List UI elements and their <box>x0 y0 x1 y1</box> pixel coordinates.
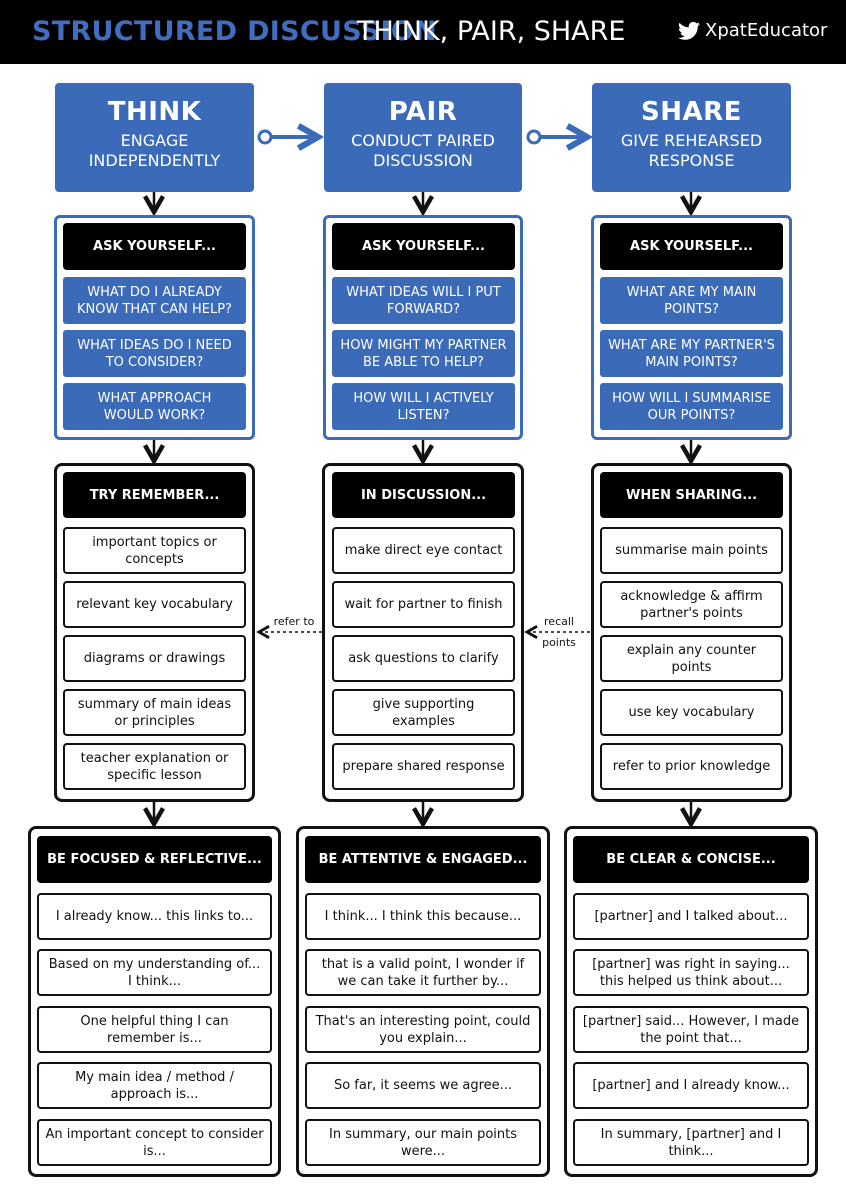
sentence-starter: So far, it seems we agree... <box>305 1062 541 1109</box>
sentence-starter: My main idea / method / approach is... <box>37 1062 272 1109</box>
question-card: WHAT IDEAS DO I NEED TO CONSIDER? <box>63 330 246 377</box>
list-item: ask questions to clarify <box>332 635 515 682</box>
list-item: important topics or concepts <box>63 527 246 574</box>
stage-pair: PAIR CONDUCT PAIRED DISCUSSION <box>324 83 522 192</box>
list-item: relevant key vocabulary <box>63 581 246 628</box>
list-item: summary of main ideas or principles <box>63 689 246 736</box>
question-card: WHAT ARE MY MAIN POINTS? <box>600 277 783 324</box>
attentive-engaged-panel <box>296 826 550 1177</box>
ask-yourself-heading: ASK YOURSELF... <box>600 223 783 270</box>
list-item: explain any counter points <box>600 635 783 682</box>
attentive-engaged-heading: BE ATTENTIVE & ENGAGED... <box>305 836 541 883</box>
stage-title: SHARE <box>641 97 742 127</box>
stage-subtitle: ENGAGE INDEPENDENTLY <box>88 131 221 170</box>
question-card: HOW WILL I ACTIVELY LISTEN? <box>332 383 515 430</box>
list-item: use key vocabulary <box>600 689 783 736</box>
page-subtitle: THINK, PAIR, SHARE <box>357 16 626 47</box>
twitter-bird-icon <box>678 21 700 40</box>
list-item: make direct eye contact <box>332 527 515 574</box>
header-bar <box>0 0 846 64</box>
sentence-starter: [partner] was right in saying... this he… <box>573 949 809 996</box>
list-item: teacher explanation or specific lesson <box>63 743 246 790</box>
question-card: WHAT ARE MY PARTNER'S MAIN POINTS? <box>600 330 783 377</box>
list-item: acknowledge & affirm partner's points <box>600 581 783 628</box>
stage-share: SHARE GIVE REHEARSED RESPONSE <box>592 83 791 192</box>
stage-subtitle: CONDUCT PAIRED DISCUSSION <box>351 131 495 170</box>
sentence-starter: In summary, our main points were... <box>305 1119 541 1166</box>
question-card: WHAT APPROACH WOULD WORK? <box>63 383 246 430</box>
sentence-starter: That's an interesting point, could you e… <box>305 1006 541 1053</box>
stage-title: THINK <box>107 97 202 127</box>
question-card: WHAT DO I ALREADY KNOW THAT CAN HELP? <box>63 277 246 324</box>
stage-think: THINK ENGAGE INDEPENDENTLY <box>55 83 254 192</box>
question-card: WHAT IDEAS WILL I PUT FORWARD? <box>332 277 515 324</box>
clear-concise-panel <box>564 826 818 1177</box>
sentence-starter: [partner] and I talked about... <box>573 893 809 940</box>
sentence-starter: [partner] and I already know... <box>573 1062 809 1109</box>
question-card: HOW MIGHT MY PARTNER BE ABLE TO HELP? <box>332 330 515 377</box>
list-item: prepare shared response <box>332 743 515 790</box>
question-card: HOW WILL I SUMMARISE OUR POINTS? <box>600 383 783 430</box>
when-sharing-heading: WHEN SHARING... <box>600 472 783 518</box>
list-item: give supporting examples <box>332 689 515 736</box>
list-item: refer to prior knowledge <box>600 743 783 790</box>
page-title: STRUCTURED DISCUSSION <box>32 16 437 47</box>
list-item: diagrams or drawings <box>63 635 246 682</box>
sentence-starter: In summary, [partner] and I think... <box>573 1119 809 1166</box>
sentence-starter: One helpful thing I can remember is... <box>37 1006 272 1053</box>
refer-to-label: refer to <box>273 615 315 628</box>
focused-reflective-panel <box>28 826 281 1177</box>
author-handle: XpatEducator <box>705 20 828 41</box>
list-item: wait for partner to finish <box>332 581 515 628</box>
sentence-starter: [partner] said... However, I made the po… <box>573 1006 809 1053</box>
sentence-starter: that is a valid point, I wonder if we ca… <box>305 949 541 996</box>
sentence-starter: I think... I think this because... <box>305 893 541 940</box>
list-item: summarise main points <box>600 527 783 574</box>
in-discussion-heading: IN DISCUSSION... <box>332 472 515 518</box>
clear-concise-heading: BE CLEAR & CONCISE... <box>573 836 809 883</box>
sentence-starter: I already know... this links to... <box>37 893 272 940</box>
sentence-starter: An important concept to consider is... <box>37 1119 272 1166</box>
try-remember-heading: TRY REMEMBER... <box>63 472 246 518</box>
recall-points-label: recall points <box>542 615 576 649</box>
stage-title: PAIR <box>388 97 458 127</box>
sentence-starter: Based on my understanding of... I think.… <box>37 949 272 996</box>
ask-yourself-heading: ASK YOURSELF... <box>332 223 515 270</box>
focused-reflective-heading: BE FOCUSED & REFLECTIVE... <box>37 836 272 883</box>
stage-subtitle: GIVE REHEARSED RESPONSE <box>620 131 763 170</box>
ask-yourself-heading: ASK YOURSELF... <box>63 223 246 270</box>
